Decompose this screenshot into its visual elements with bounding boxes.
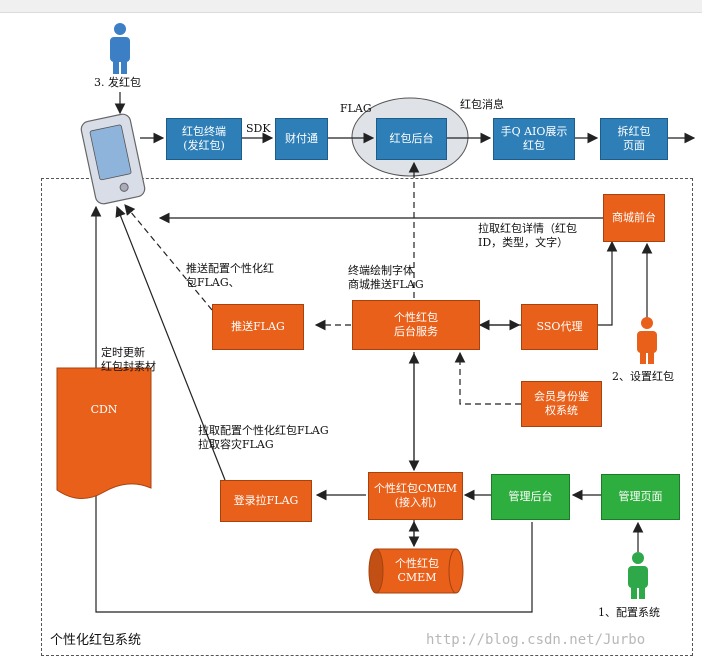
label-hongbao-msg: 红包消息: [460, 98, 504, 111]
box-backend: 红包后台: [376, 118, 447, 160]
box-cmem-access: 个性红包CMEM (接入机): [368, 472, 463, 520]
box-open: 拆红包 页面: [600, 118, 668, 160]
label-timed-update: 定时更新 红包封素材: [101, 346, 156, 373]
box-aio: 手Q AIO展示 红包: [493, 118, 575, 160]
box-push: 推送FLAG: [212, 304, 304, 350]
label-pull-details: 拉取红包详情（红包 ID，类型，文字）: [478, 222, 577, 249]
arrow-member-service: [454, 351, 521, 405]
watermark: http://blog.csdn.net/Jurbo: [426, 632, 646, 648]
label-pull-config: 拉取配置个性化红包FLAG 拉取容灾FLAG: [198, 424, 329, 451]
label-push-config: 推送配置个性化红 包FLAG、: [186, 262, 274, 289]
actor-sender-shape: [110, 23, 130, 74]
box-client: 红包终端 (发红包): [166, 118, 242, 160]
box-service: 个性红包 后台服务: [352, 300, 480, 350]
phone-device: [80, 113, 146, 205]
cmem-cylinder: [368, 548, 464, 594]
label-config: 1、配置系统: [598, 606, 660, 619]
cdn-shape: [56, 367, 152, 499]
label-sdk: SDK: [246, 122, 271, 135]
box-mgmt-backend: 管理后台: [491, 474, 570, 520]
label-sender: 3. 发红包: [94, 76, 141, 89]
box-login: 登录拉FLAG: [220, 480, 312, 522]
box-mall: 商城前台: [603, 194, 665, 242]
arrow-sso-mall: [598, 240, 618, 326]
label-flag: FLAG: [340, 102, 372, 115]
system-boundary: [41, 178, 693, 656]
box-caifutong: 财付通: [275, 118, 328, 160]
arrow-push-phone: [124, 204, 213, 311]
label-term-draw: 终端绘制字体 商城推送FLAG: [348, 264, 424, 291]
box-cdn: CDN: [90, 403, 118, 416]
label-setter: 2、设置红包: [612, 370, 674, 383]
actor-setter-shape: [637, 317, 657, 364]
actor-config-shape: [628, 552, 648, 599]
box-mgmt-page: 管理页面: [601, 474, 680, 520]
box-member: 会员身份鉴 权系统: [521, 381, 602, 427]
top-band: [0, 0, 702, 13]
system-title: 个性化红包系统: [50, 633, 142, 648]
arrow-login-phone: [115, 205, 226, 481]
arrow-mgmt-cdn-phone: [90, 205, 533, 613]
box-cmem: 个性红包 CMEM: [395, 557, 439, 584]
box-sso: SSO代理: [521, 304, 598, 350]
